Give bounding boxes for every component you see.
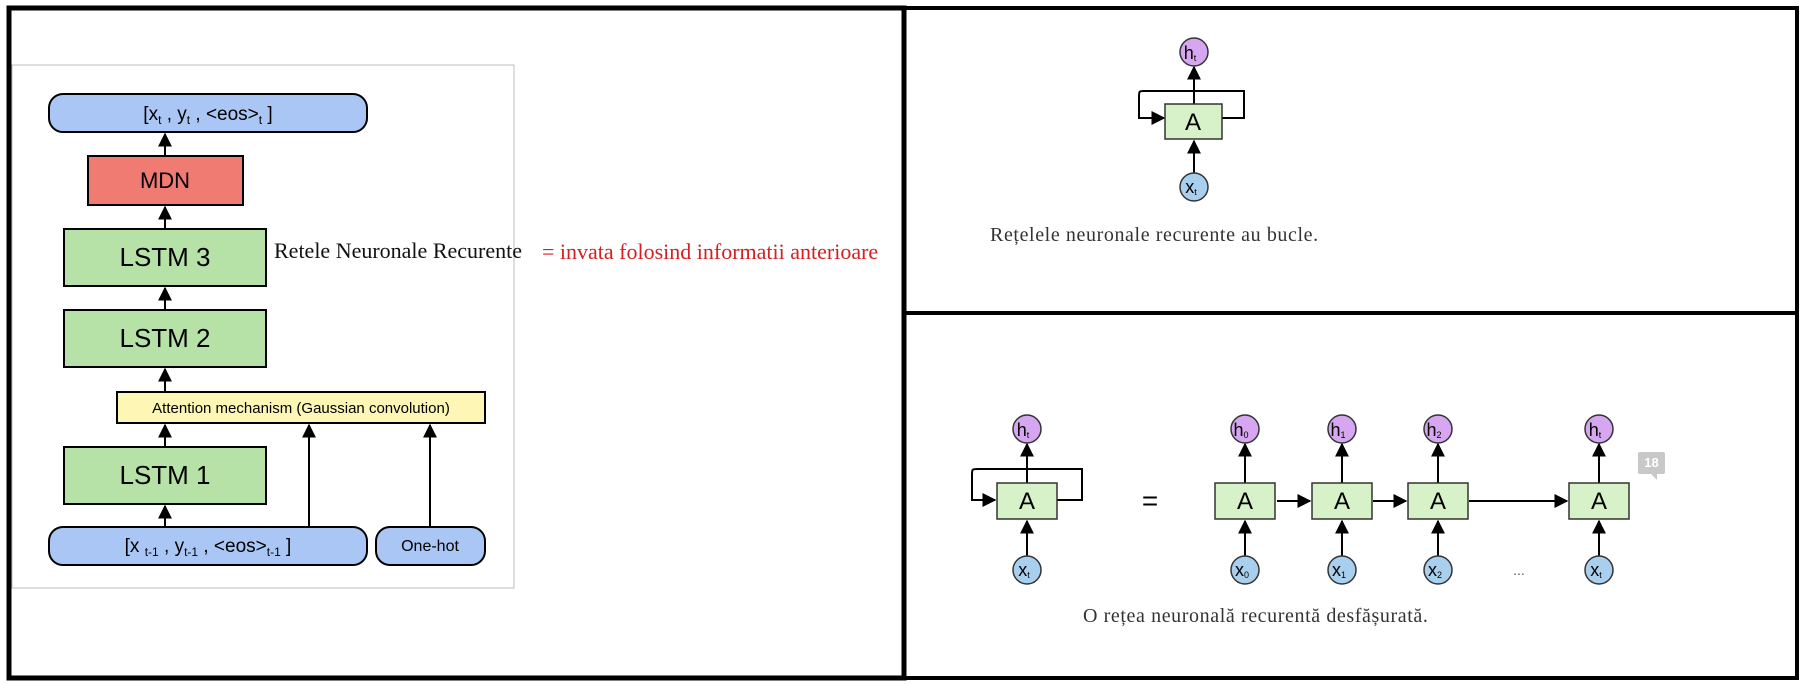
unrolled-rnn-diagram: A ht xt = A h0 x0 A h1	[971, 414, 1630, 585]
output-node-t	[1584, 414, 1614, 444]
lstm2-box	[63, 309, 267, 368]
rolled-input-label: xt	[1018, 560, 1030, 580]
rolled-output-label: ht	[1017, 420, 1030, 440]
output-node-2	[1423, 414, 1453, 444]
unrolled-step-1: A h1 x1	[1311, 414, 1373, 585]
loop-output-node	[1179, 37, 1209, 67]
output-label-1: h1	[1330, 420, 1345, 440]
input-node-t	[1584, 555, 1614, 585]
output-box	[48, 93, 368, 133]
cell-a-1	[1311, 482, 1373, 520]
cell-a-t-label: A	[1591, 488, 1607, 515]
unrolled-step-t: A ht xt	[1568, 414, 1630, 585]
right-bottom-panel-frame	[902, 311, 1799, 680]
input-box	[48, 526, 368, 566]
output-label: [xt , yt , <eos>t ]	[143, 104, 272, 127]
input-node-1	[1327, 555, 1357, 585]
output-label-t: ht	[1589, 420, 1602, 440]
rolled-cell-label: A	[1019, 488, 1035, 515]
rolled-recurrence-arrow	[971, 468, 1083, 507]
loop-rnn-diagram: A ht xt	[1138, 37, 1245, 202]
mdn-label: MDN	[140, 168, 190, 193]
comment-count-badge[interactable]: 18	[1638, 452, 1665, 480]
rnn-definition-annotation: = invata folosind informatii anterioare	[542, 239, 879, 264]
output-label-2: h2	[1426, 420, 1441, 440]
input-label-0: x0	[1235, 560, 1249, 580]
lstm1-box	[63, 446, 267, 505]
loop-output-label: ht	[1184, 43, 1197, 63]
output-node-1	[1327, 414, 1357, 444]
right-top-panel-frame	[902, 6, 1799, 315]
input-node-2	[1423, 555, 1453, 585]
cell-a-2	[1407, 482, 1469, 520]
output-node-0	[1230, 414, 1260, 444]
input-label-1: x1	[1332, 560, 1346, 580]
output-label-0: h0	[1233, 420, 1248, 440]
loop-input-label: xt	[1185, 177, 1197, 197]
input-node-0	[1230, 555, 1260, 585]
onehot-label: One-hot	[401, 538, 459, 555]
loop-cell-a	[1164, 103, 1223, 140]
cell-a-0	[1214, 482, 1276, 520]
rolled-input-node	[1012, 555, 1042, 585]
lstm1-label: LSTM 1	[119, 460, 210, 490]
loop-input-node	[1179, 172, 1209, 202]
rolled-output-node	[1012, 414, 1042, 444]
unrolled-step-0: A h0 x0	[1214, 414, 1276, 585]
input-label: [x t-1 , yt-1 , <eos>t-1 ]	[125, 536, 292, 559]
cell-a-0-label: A	[1237, 488, 1253, 515]
attention-box	[116, 391, 486, 424]
unrolled-step-2: A h2 x2	[1407, 414, 1469, 585]
input-label-t: xt	[1590, 560, 1602, 580]
attention-label: Attention mechanism (Gaussian convolutio…	[152, 400, 450, 417]
architecture-arrows	[158, 132, 437, 527]
rnn-title-annotation: Retele Neuronale Recurente	[274, 238, 522, 263]
cell-a-1-label: A	[1334, 488, 1350, 515]
ellipsis: ...	[1513, 562, 1525, 578]
unrolled-diagram-caption: O rețea neuronală recurentă desfășurată.	[1083, 605, 1429, 627]
lstm2-label: LSTM 2	[119, 323, 210, 353]
cell-a-2-label: A	[1430, 488, 1446, 515]
cell-a-t	[1568, 482, 1630, 520]
input-label-2: x2	[1428, 560, 1442, 580]
loop-cell-label: A	[1185, 109, 1201, 136]
rolled-cell-a	[996, 482, 1058, 520]
lstm3-label: LSTM 3	[119, 242, 210, 272]
loop-diagram-caption: Rețelele neuronale recurente au bucle.	[990, 224, 1319, 246]
equals-sign: =	[1142, 485, 1158, 516]
